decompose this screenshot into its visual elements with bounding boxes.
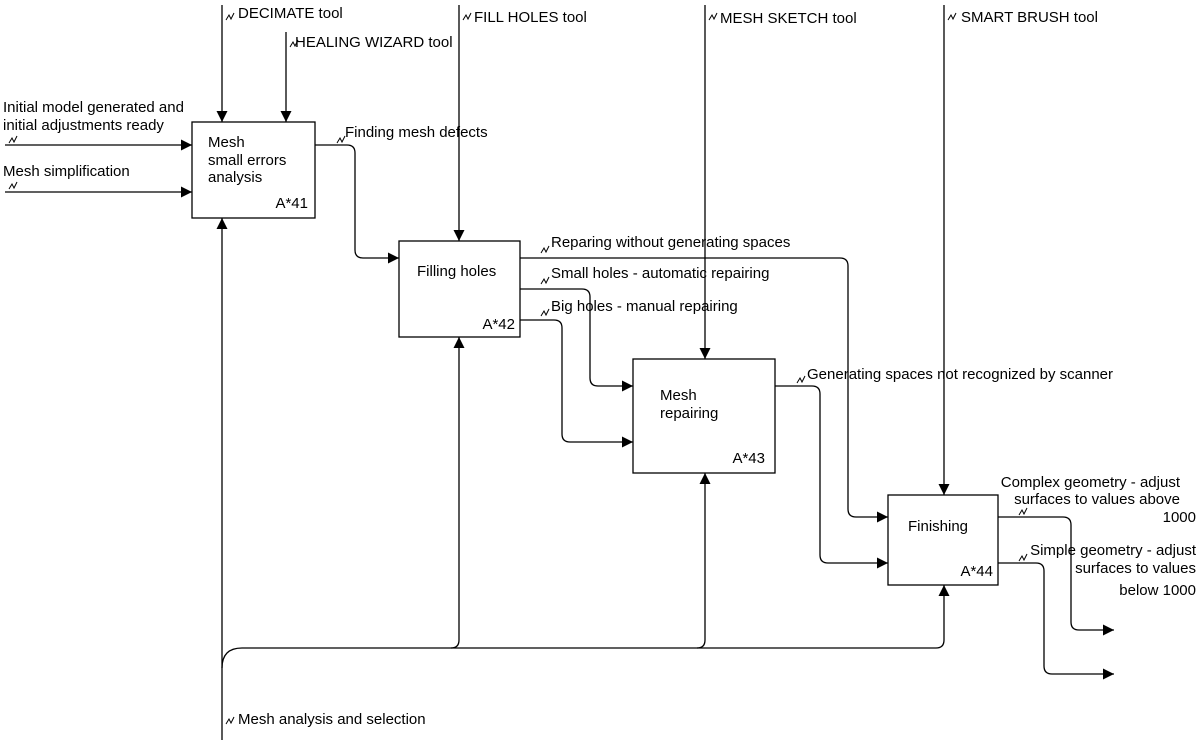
flow-generating-spaces-label: Generating spaces not recognized by scan… bbox=[807, 366, 1113, 383]
output-complex-geometry-label-line-3: 1000 bbox=[1163, 509, 1196, 526]
flow-generating-spaces-arrow bbox=[775, 385, 888, 569]
flow-reparing-without[interactable]: Reparing without generating spaces bbox=[520, 234, 888, 523]
squiggle-icon bbox=[708, 12, 718, 21]
flow-big-holes-arrow bbox=[520, 319, 633, 448]
squiggle-icon bbox=[796, 375, 806, 384]
control-fill-holes[interactable]: FILL HOLES tool bbox=[453, 5, 587, 241]
squiggle-icon bbox=[289, 39, 299, 48]
output-simple-geometry-label-line-3: below 1000 bbox=[1119, 582, 1196, 599]
mechanism-mesh-analysis[interactable]: Mesh analysis and selection bbox=[216, 218, 950, 740]
activity-a43-title-line-1: Mesh bbox=[660, 387, 697, 404]
output-complex-geometry-arrow bbox=[998, 516, 1114, 636]
mechanism-branch-a43 bbox=[696, 473, 711, 649]
activity-a41-node: A*41 bbox=[275, 195, 308, 212]
mechanism-branch-line bbox=[221, 585, 950, 669]
activity-a43-title-line-2: repairing bbox=[660, 405, 718, 422]
output-simple-geometry[interactable]: Simple geometry - adjust surfaces to val… bbox=[998, 542, 1197, 680]
flow-big-holes-label: Big holes - manual repairing bbox=[551, 298, 738, 315]
control-smart-brush-label: SMART BRUSH tool bbox=[961, 9, 1098, 26]
activity-a41-title-line-1: Mesh bbox=[208, 134, 245, 151]
flow-reparing-without-label: Reparing without generating spaces bbox=[551, 234, 790, 251]
squiggle-icon bbox=[336, 135, 346, 144]
control-decimate[interactable]: DECIMATE tool bbox=[216, 5, 343, 122]
control-mesh-sketch-label: MESH SKETCH tool bbox=[720, 10, 857, 27]
activity-a44[interactable]: Finishing A*44 bbox=[887, 494, 999, 586]
activity-a44-title-line-1: Finishing bbox=[908, 518, 968, 535]
flow-reparing-without-arrow bbox=[520, 257, 888, 523]
output-complex-geometry-label-line-1: Complex geometry - adjust bbox=[1001, 474, 1181, 491]
flow-small-holes[interactable]: Small holes - automatic repairing bbox=[520, 265, 769, 392]
input-initial-model-label-line-1: Initial model generated and bbox=[3, 99, 184, 116]
flow-finding-defects[interactable]: Finding mesh defects bbox=[315, 124, 488, 264]
output-simple-geometry-label-line-1: Simple geometry - adjust bbox=[1030, 542, 1197, 559]
activity-a43-node: A*43 bbox=[732, 450, 765, 467]
input-mesh-simplification-label: Mesh simplification bbox=[3, 163, 130, 180]
output-simple-geometry-arrow bbox=[998, 562, 1114, 680]
activity-a42-node: A*42 bbox=[482, 316, 515, 333]
input-initial-model[interactable]: Initial model generated and initial adju… bbox=[3, 99, 192, 151]
activity-a42-box bbox=[398, 240, 521, 338]
activity-a42-title-line-1: Filling holes bbox=[417, 263, 496, 280]
activity-a44-box bbox=[887, 494, 999, 586]
flow-finding-defects-label: Finding mesh defects bbox=[345, 124, 488, 141]
control-fill-holes-label: FILL HOLES tool bbox=[474, 9, 587, 26]
squiggle-icon bbox=[225, 716, 235, 725]
flow-small-holes-arrow bbox=[520, 288, 633, 392]
control-decimate-label: DECIMATE tool bbox=[238, 5, 343, 22]
output-complex-geometry[interactable]: Complex geometry - adjust surfaces to va… bbox=[998, 474, 1196, 636]
input-initial-model-label-line-2: initial adjustments ready bbox=[3, 117, 164, 134]
activity-a41-title-line-3: analysis bbox=[208, 169, 262, 186]
flow-finding-defects-arrow bbox=[315, 144, 399, 264]
squiggle-icon bbox=[540, 245, 550, 254]
control-smart-brush[interactable]: SMART BRUSH tool bbox=[938, 5, 1098, 495]
activity-a41-title-line-2: small errors bbox=[208, 152, 286, 169]
output-simple-geometry-label-line-2: surfaces to values bbox=[1075, 560, 1196, 577]
flow-big-holes[interactable]: Big holes - manual repairing bbox=[520, 298, 738, 448]
activity-a42[interactable]: Filling holes A*42 bbox=[398, 240, 521, 338]
activity-a41-box bbox=[191, 121, 316, 219]
squiggle-icon bbox=[8, 181, 18, 190]
flow-generating-spaces[interactable]: Generating spaces not recognized by scan… bbox=[775, 366, 1113, 569]
squiggle-icon bbox=[947, 12, 957, 21]
squiggle-icon bbox=[540, 276, 550, 285]
squiggle-icon bbox=[540, 308, 550, 317]
control-healing-wizard-label: HEALING WIZARD tool bbox=[295, 34, 453, 51]
squiggle-icon bbox=[225, 12, 235, 21]
mechanism-label: Mesh analysis and selection bbox=[238, 711, 426, 728]
activity-a41[interactable]: Mesh small errors analysis A*41 bbox=[191, 121, 316, 219]
squiggle-icon bbox=[462, 12, 472, 21]
activity-a44-node: A*44 bbox=[960, 563, 993, 580]
activity-a43[interactable]: Mesh repairing A*43 bbox=[632, 358, 776, 474]
flow-small-holes-label: Small holes - automatic repairing bbox=[551, 265, 769, 282]
squiggle-icon bbox=[8, 135, 18, 144]
output-complex-geometry-label-line-2: surfaces to values above bbox=[1014, 491, 1180, 508]
squiggle-icon bbox=[1018, 507, 1028, 516]
squiggle-icon bbox=[1018, 553, 1028, 562]
mechanism-branch-a42 bbox=[450, 337, 465, 649]
control-healing-wizard[interactable]: HEALING WIZARD tool bbox=[280, 32, 453, 122]
activity-a43-box bbox=[632, 358, 776, 474]
input-mesh-simplification[interactable]: Mesh simplification bbox=[3, 163, 192, 198]
control-mesh-sketch[interactable]: MESH SKETCH tool bbox=[699, 5, 857, 359]
